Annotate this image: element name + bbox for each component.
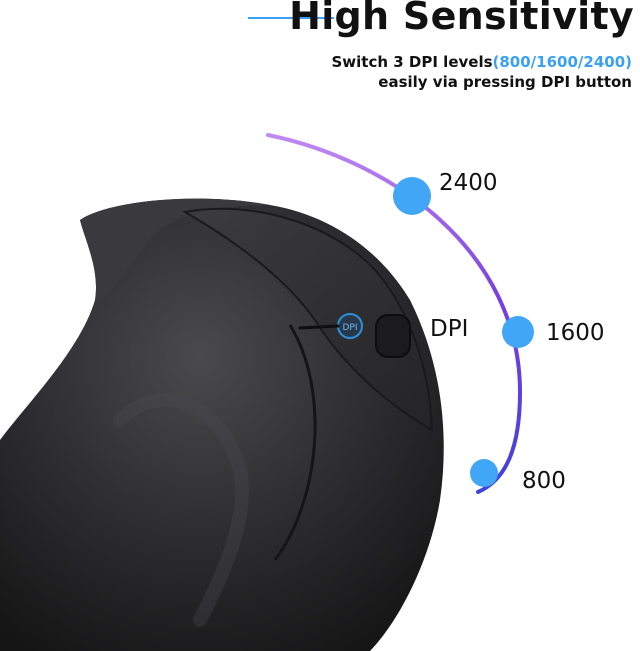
dpi-button-mark: DPI [342,323,357,333]
dpi-dot-800 [470,459,498,487]
dpi-button-label: DPI [430,316,469,342]
subtitle: Switch 3 DPI levels(800/1600/2400) easil… [332,52,633,92]
scroll-wheel[interactable] [375,314,411,358]
mouse-top-button [182,207,434,432]
header-accent-line [248,17,334,19]
mouse-highlight [113,392,249,627]
subtitle-dpi-levels: (800/1600/2400) [492,53,632,71]
subtitle-line-2: easily via pressing DPI button [378,73,632,91]
ergonomic-mouse [0,198,444,651]
mouse-side-seam [273,324,317,561]
dpi-dot-1600 [502,316,534,348]
dpi-level-1600: 1600 [546,320,605,346]
dpi-dot-2400 [393,177,431,215]
mouse-thumb-crest [80,198,270,302]
page-title: High Sensitivity [289,0,634,38]
subtitle-lead: Switch 3 DPI levels [331,53,493,71]
subtitle-line-1: Switch 3 DPI levels(800/1600/2400) [332,52,633,72]
dpi-level-2400: 2400 [439,170,498,196]
dpi-level-800: 800 [522,468,566,494]
wheel-slot [298,324,340,330]
